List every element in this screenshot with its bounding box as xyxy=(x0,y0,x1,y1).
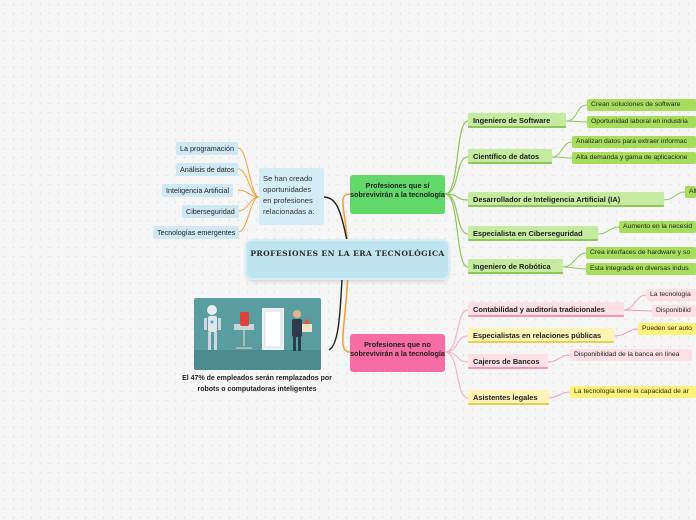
opportunity-emerging-tech[interactable]: Tecnologías emergentes xyxy=(153,226,240,239)
opportunity-ai[interactable]: Inteligencia Artificial xyxy=(162,184,234,197)
illustration-caption: El 47% de empleados serán remplazados po… xyxy=(182,375,332,393)
opportunities-node[interactable]: Se han creado oportunidades en profesion… xyxy=(259,168,324,225)
topic-ai-developer[interactable]: Desarrollador de Inteligencia Artificial… xyxy=(468,192,664,207)
leaf-cyber-1[interactable]: Aumento en la necesid xyxy=(619,221,696,233)
leaf-pr-1[interactable]: Pueden ser auto xyxy=(638,323,696,335)
leaf-software-1[interactable]: Crean soluciones de software xyxy=(587,99,696,111)
leaf-robotics-1[interactable]: Crea interfaces de hardware y so xyxy=(586,247,696,259)
person-icon xyxy=(292,310,312,351)
robot-office-image xyxy=(194,305,321,370)
topic-robotics-engineer[interactable]: Ingeniero de Robótica xyxy=(468,259,563,274)
surviving-professions-node[interactable]: Profesiones que sí sobrevivirán a la tec… xyxy=(350,175,445,214)
topic-cybersecurity-specialist[interactable]: Especialista en Ciberseguridad xyxy=(468,226,598,241)
topic-legal-assistants[interactable]: Asistentes legales xyxy=(468,390,549,405)
topic-public-relations[interactable]: Especialistas en relaciones públicas xyxy=(468,328,614,343)
topic-bank-tellers[interactable]: Cajeros de Bancos xyxy=(468,354,548,369)
leaf-data-1[interactable]: Analizan datos para extraer informac xyxy=(572,136,696,148)
leaf-software-2[interactable]: Oportunidad laboral en industria xyxy=(587,116,696,128)
opportunity-data-analysis[interactable]: Análisis de datos xyxy=(176,163,239,176)
opportunity-programming[interactable]: La programación xyxy=(176,142,238,155)
leaf-ai-1[interactable]: Alt xyxy=(685,186,696,198)
leaf-legal-1[interactable]: La tecnología tiene la capacidad de ar xyxy=(570,386,696,398)
robot-office-illustration xyxy=(194,298,321,370)
topic-accounting[interactable]: Contabilidad y auditoría tradicionales xyxy=(468,302,624,317)
leaf-data-2[interactable]: Alta demanda y gama de aplicacione xyxy=(572,152,696,164)
non-surviving-professions-node[interactable]: Profesiones que no sobrevivirán a la tec… xyxy=(350,334,445,372)
topic-software-engineer[interactable]: Ingeniero de Software xyxy=(468,113,566,128)
leaf-robotics-2[interactable]: Esta integrada en diversas indus xyxy=(586,263,696,275)
central-topic[interactable]: PROFESIONES EN LA ERA TECNOLÓGICA xyxy=(247,241,448,278)
leaf-accounting-1[interactable]: La tecnología xyxy=(646,289,696,301)
topic-data-scientist[interactable]: Científico de datos xyxy=(468,149,552,164)
opportunity-cybersecurity[interactable]: Ciberseguridad xyxy=(182,205,239,218)
leaf-accounting-2[interactable]: Disponibilid xyxy=(652,305,696,317)
robot-icon xyxy=(204,305,221,350)
leaf-bank-1[interactable]: Disponibilidad de la banca en línea xyxy=(570,349,692,361)
